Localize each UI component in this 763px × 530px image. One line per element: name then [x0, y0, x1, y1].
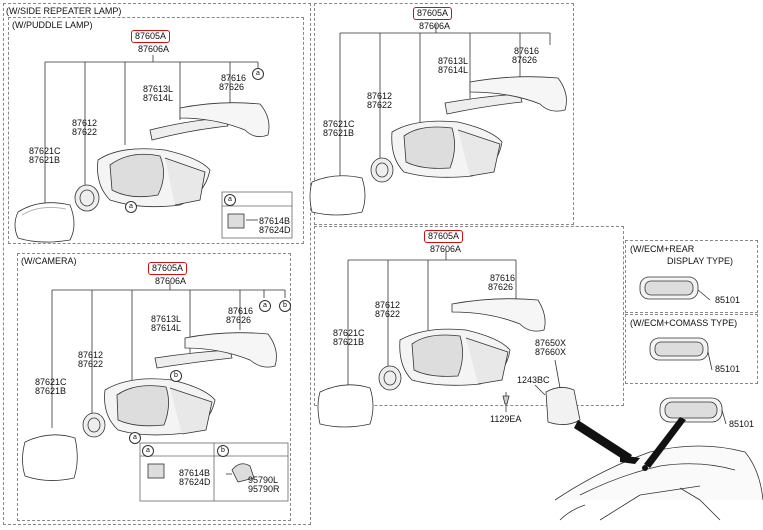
- part-number: 87622: [78, 359, 104, 369]
- part-number: 87624D: [179, 477, 211, 487]
- part-number: 87622: [72, 127, 98, 137]
- part-number: 87612: [78, 350, 104, 360]
- part-number: 95790R: [248, 484, 280, 494]
- part-number: 87616: [490, 273, 516, 283]
- part-number: 1243BC: [517, 375, 550, 385]
- part-number: 87612: [375, 300, 401, 310]
- part-number: 87613L: [151, 314, 182, 324]
- part-number: 87621B: [29, 155, 61, 165]
- part-number: 87622: [375, 309, 401, 319]
- callout-a: a: [259, 300, 271, 312]
- part-number: 87614L: [143, 93, 174, 103]
- part-number: 87606A: [430, 244, 462, 254]
- ecm-cover-section: [314, 226, 624, 406]
- part-number: 87624D: [259, 225, 291, 235]
- puddle-title: (W/PUDDLE LAMP): [12, 20, 93, 30]
- callout-a: a: [252, 68, 264, 80]
- part-number-highlight: 87605A: [413, 7, 453, 20]
- ecm-compass-title: (W/ECM+COMASS TYPE): [630, 318, 738, 328]
- part-number: 87616: [221, 73, 247, 83]
- part-number: 87626: [226, 315, 252, 325]
- part-number: 85101: [715, 295, 741, 305]
- part-number: 87621C: [29, 146, 61, 156]
- part-number: 87606A: [138, 44, 170, 54]
- part-number-highlight: 87605A: [131, 30, 171, 43]
- part-number: 87616: [514, 46, 540, 56]
- part-number: 87626: [488, 282, 514, 292]
- part-number: 87621C: [323, 119, 355, 129]
- callout-b: b: [217, 445, 229, 457]
- part-number: 87614B: [259, 216, 291, 226]
- part-number-highlight: 87605A: [148, 262, 188, 275]
- callout-a: a: [125, 201, 137, 213]
- part-number: 87616: [228, 306, 254, 316]
- side-repeater-title: (W/SIDE REPEATER LAMP): [6, 6, 122, 16]
- ecm-rear-title-2: DISPLAY TYPE): [667, 256, 734, 266]
- part-number: 87621C: [35, 377, 67, 387]
- part-number: 87614B: [179, 468, 211, 478]
- callout-b: b: [279, 300, 291, 312]
- part-number: 87621B: [333, 337, 365, 347]
- part-number: 87626: [512, 55, 538, 65]
- standard-section: [314, 3, 574, 225]
- callout-a: a: [129, 432, 141, 444]
- part-number: 87613L: [438, 56, 469, 66]
- part-number: 87614L: [438, 65, 469, 75]
- callout-a: a: [224, 194, 236, 206]
- part-number: 87622: [367, 100, 393, 110]
- side-repeater-section: [3, 3, 311, 525]
- part-number: 85101: [715, 364, 741, 374]
- puddle-section: [8, 17, 304, 244]
- callout-a: a: [142, 445, 154, 457]
- ecm-compass-section: [625, 314, 758, 384]
- camera-title: (W/CAMERA): [21, 256, 77, 266]
- part-number: 95790L: [248, 475, 279, 485]
- part-number: 85101: [729, 419, 755, 429]
- part-number: 87626: [219, 82, 245, 92]
- part-number: 87612: [72, 118, 98, 128]
- callout-b: b: [170, 370, 182, 382]
- ecm-rear-title-1: (W/ECM+REAR: [630, 244, 695, 254]
- part-number: 87606A: [155, 276, 187, 286]
- part-number: 1129EA: [490, 414, 522, 424]
- ecm-rear-section: [625, 240, 758, 313]
- part-number: 87606A: [419, 21, 451, 31]
- camera-section: [17, 253, 291, 521]
- part-number-highlight: 87605A: [424, 230, 464, 243]
- part-number: 87621C: [333, 328, 365, 338]
- part-number: 87660X: [535, 347, 567, 357]
- part-number: 87650X: [535, 338, 567, 348]
- part-number: 87621B: [323, 128, 355, 138]
- part-number: 87613L: [143, 84, 174, 94]
- part-number: 87612: [367, 91, 393, 101]
- part-number: 87621B: [35, 386, 67, 396]
- part-number: 87614L: [151, 323, 182, 333]
